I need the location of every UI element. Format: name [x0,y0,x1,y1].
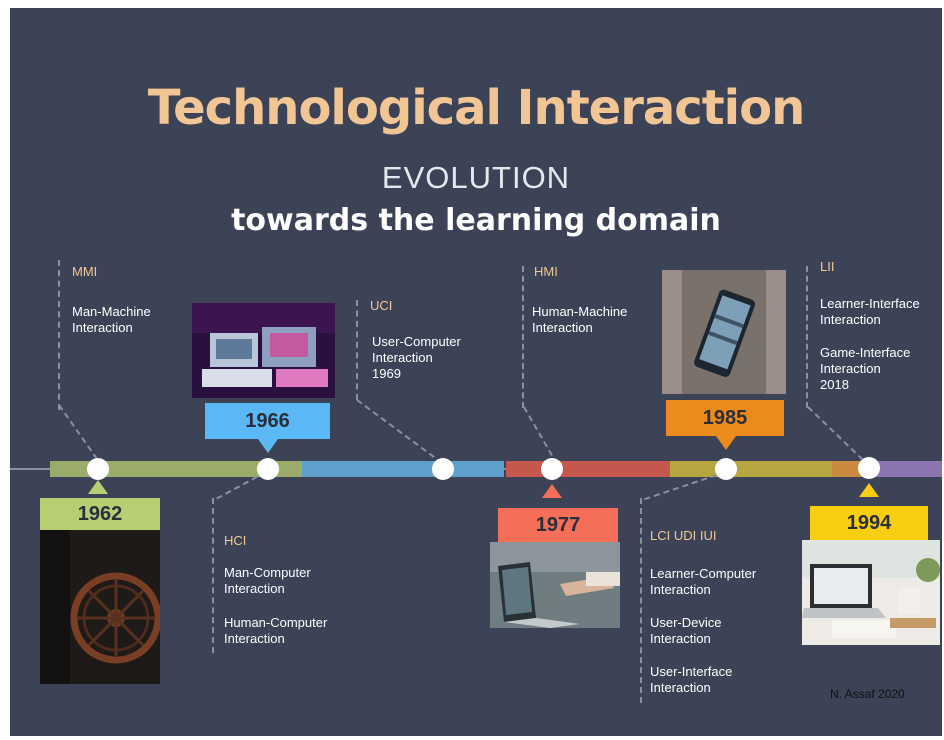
desc-uci: User-Computer Interaction 1969 [372,334,461,381]
connector-lci-diagonal [641,471,727,501]
photo-laptop [490,542,620,628]
desc-lci-1: Learner-Computer Interaction [650,566,757,597]
tag-pointer-1966 [258,439,278,453]
connector-lci-vertical [640,498,642,703]
desc-lii-1: Learner-Interface Interaction [820,296,920,327]
year-tag-1966: 1966 [205,403,330,439]
year-tag-1962: 1962 [40,498,160,530]
desc-hci-2: Human-Computer Interaction [224,615,328,646]
retro-computers-illustration [192,303,335,398]
acronym-mmi: MMI [72,264,98,279]
timeline-segment-green [50,461,302,477]
photo-desk-laptop [802,540,940,645]
smartphone-illustration [662,270,786,394]
year-tag-1994: 1994 [810,506,928,540]
connector-hmi-vertical [522,266,524,408]
acronym-lii: LII [820,259,835,274]
timeline-node-1985 [715,458,737,480]
infographic-canvas: Technological Interaction EVOLUTION towa… [10,8,942,736]
tag-pointer-1977 [542,484,562,498]
laptop-illustration [490,542,620,628]
connector-mmi-diagonal [58,404,98,460]
tag-pointer-1985 [716,436,736,450]
connector-lii-vertical [806,266,808,408]
photo-wheel [40,530,160,684]
connector-hmi-diagonal [523,406,555,460]
acronym-lci-udi-iui: LCI UDI IUI [650,528,717,543]
tag-pointer-1962 [88,480,108,494]
desc-lci-3: User-Interface Interaction [650,664,733,695]
timeline-segment-purple [868,461,942,477]
wheel-illustration [40,530,160,684]
connector-hci-vertical [212,498,214,653]
year-tag-1977: 1977 [498,508,618,542]
timeline-node-1969 [432,458,454,480]
connector-uci-vertical [356,300,358,400]
photo-retro-computers [192,303,335,398]
connector-uci-diagonal [356,399,439,461]
desc-hci-1: Man-Computer Interaction [224,565,311,596]
author-credit: N. Assaf 2020 [830,687,905,701]
acronym-uci: UCI [370,298,393,313]
desc-lii-2: Game-Interface Interaction 2018 [820,345,911,392]
acronym-hci: HCI [224,533,247,548]
desk-laptop-illustration [802,540,940,645]
subtitle: EVOLUTION [381,160,571,195]
timeline-node-1977 [541,458,563,480]
photo-smartphone [662,270,786,394]
desc-hmi: Human-Machine Interaction [532,304,628,335]
connector-lii-diagonal [807,406,863,460]
desc-lci-2: User-Device Interaction [650,615,722,646]
subtitle-secondary: towards the learning domain [231,203,721,238]
year-tag-1985: 1985 [666,400,784,436]
timeline-node-1966 [257,458,279,480]
page-title: Technological Interaction [147,80,806,136]
desc-mmi: Man-Machine Interaction [72,304,151,335]
timeline-node-1994 [858,457,880,479]
tag-pointer-1994 [859,483,879,497]
connector-mmi-vertical [58,260,60,410]
timeline-node-1962 [87,458,109,480]
acronym-hmi: HMI [534,264,558,279]
